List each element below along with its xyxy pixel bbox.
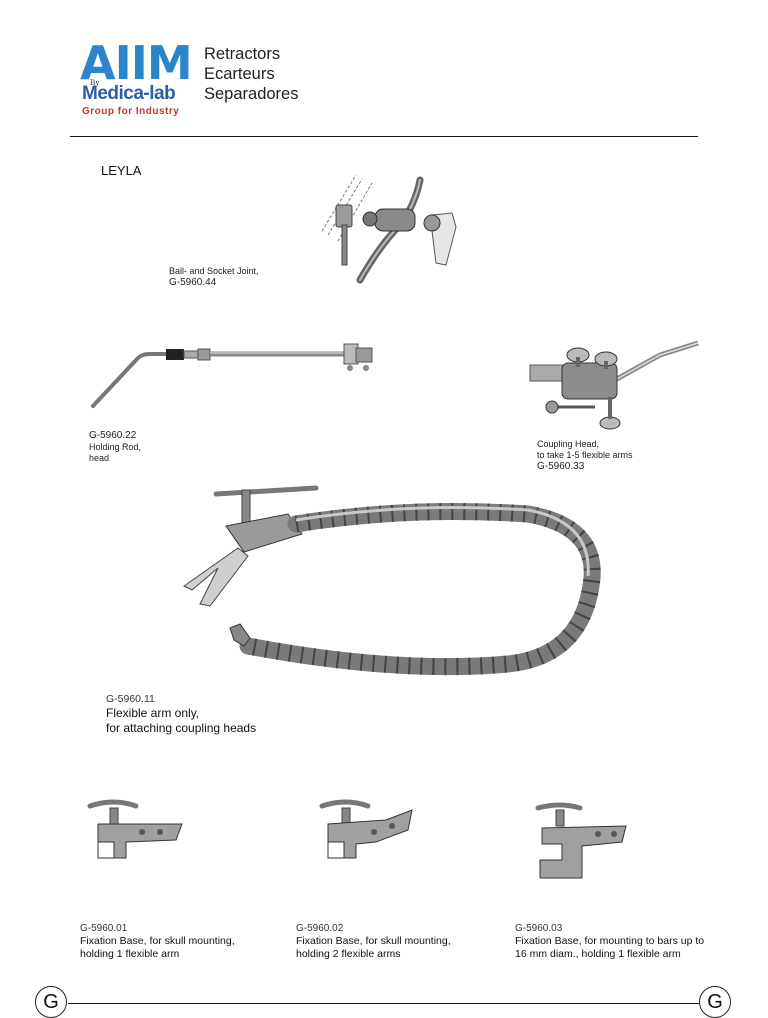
- base-03-desc-2: 16 mm diam., holding 1 flexible arm: [515, 948, 681, 960]
- base-01-desc-1: Fixation Base, for skull mounting,: [80, 935, 235, 947]
- base-01-code: G-5960.01: [80, 923, 128, 934]
- title-french: Ecarteurs: [204, 65, 275, 83]
- holding-rod-desc-1: Holding Rod,: [89, 442, 142, 452]
- header-divider: [70, 136, 698, 137]
- section-marker-left: G: [35, 986, 67, 1018]
- coupling-head-desc-2: to take 1-5 flexible arms: [537, 450, 633, 460]
- base-02-code: G-5960.02: [296, 923, 344, 934]
- flexible-arm-code: G-5960.11: [106, 693, 155, 705]
- base-02-desc-2: holding 2 flexible arms: [296, 948, 401, 960]
- ball-socket-desc: Ball- and Socket Joint,: [169, 266, 259, 276]
- coupling-head-code: G-5960.33: [537, 461, 585, 472]
- fixation-base-02-caption: G-5960.02 Fixation Base, for skull mount…: [296, 922, 451, 961]
- footer-divider: [68, 1003, 700, 1004]
- ball-socket-code: G-5960.44: [169, 277, 217, 288]
- fixation-base-03-caption: G-5960.03 Fixation Base, for mounting to…: [515, 922, 704, 961]
- title-spanish: Separadores: [204, 85, 299, 103]
- ball-socket-joint-illustration: [321, 174, 457, 284]
- holding-rod-code: G-5960.22: [89, 430, 137, 441]
- holding-rod-illustration: [91, 343, 373, 408]
- flexible-arm-caption: G-5960.11 Flexible arm only, for attachi…: [106, 692, 256, 736]
- flexible-arm-desc-2: for attaching coupling heads: [106, 721, 257, 735]
- section-marker-right: G: [699, 986, 731, 1018]
- coupling-head-illustration: [529, 340, 699, 430]
- holding-rod-desc-2: head: [89, 453, 110, 463]
- fixation-base-01-illustration: [87, 799, 183, 859]
- coupling-head-caption: Coupling Head, to take 1-5 flexible arms…: [537, 439, 633, 473]
- ball-socket-caption: Ball- and Socket Joint, G-5960.44: [169, 266, 259, 289]
- logo-by: By: [90, 78, 100, 87]
- section-title: LEYLA: [101, 163, 142, 178]
- flexible-arm-desc-1: Flexible arm only,: [106, 706, 200, 720]
- brand-logo: AIIM By Medica-lab Group for Industry: [80, 36, 193, 120]
- fixation-base-02-illustration: [319, 799, 413, 859]
- base-03-code: G-5960.03: [515, 923, 563, 934]
- fixation-base-01-caption: G-5960.01 Fixation Base, for skull mount…: [80, 922, 235, 961]
- catalog-titles: Retractors Ecarteurs Separadores: [204, 44, 298, 104]
- logo-subbrand: Medica-lab: [82, 83, 176, 104]
- logo-wordmark: AIIM: [80, 36, 193, 90]
- fixation-base-03-illustration: [535, 802, 627, 879]
- holding-rod-caption: G-5960.22 Holding Rod, head: [89, 430, 141, 464]
- base-03-desc-1: Fixation Base, for mounting to bars up t…: [515, 935, 705, 947]
- flexible-arm-illustration: [183, 485, 601, 676]
- title-english: Retractors: [204, 45, 281, 63]
- logo-tagline: Group for Industry: [82, 106, 180, 117]
- coupling-head-desc-1: Coupling Head,: [537, 439, 600, 449]
- base-02-desc-1: Fixation Base, for skull mounting,: [296, 935, 451, 947]
- base-01-desc-2: holding 1 flexible arm: [80, 948, 180, 960]
